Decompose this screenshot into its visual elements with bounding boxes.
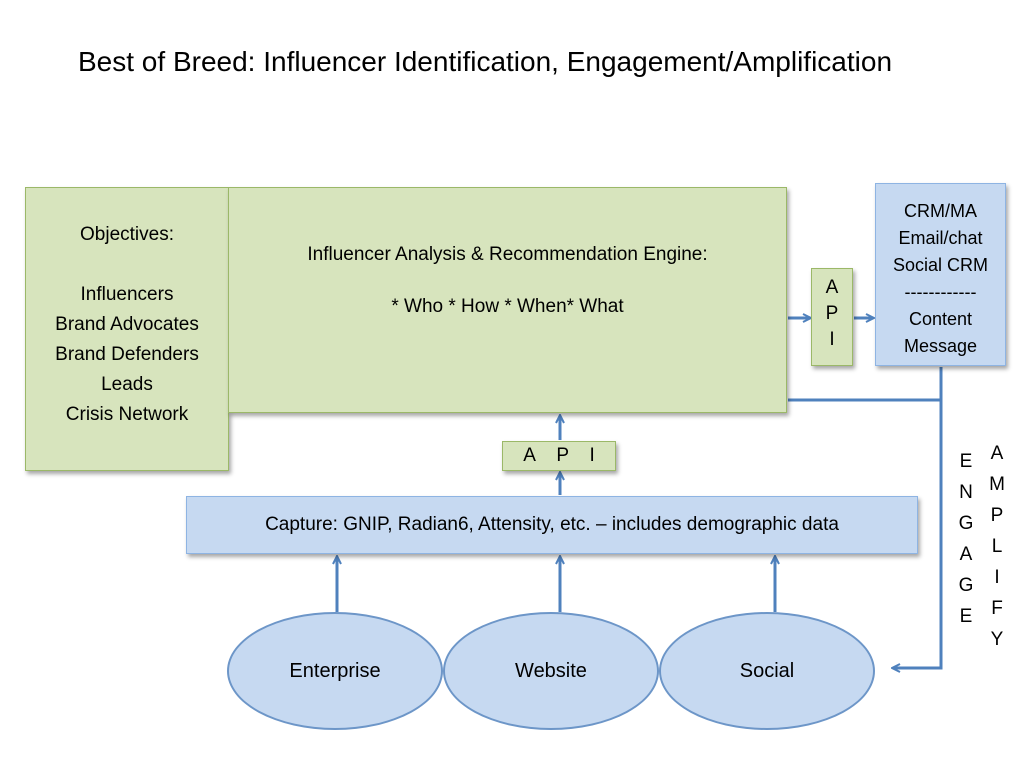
source-label: Social — [739, 659, 795, 682]
objective-item: Influencers — [80, 284, 174, 305]
api-letter: I — [829, 329, 835, 350]
source-website: Website — [443, 612, 659, 730]
arrow-crm-to-social — [893, 367, 943, 668]
api-letter: A — [825, 277, 839, 298]
capture-box: Capture: GNIP, Radian6, Attensity, etc. … — [186, 496, 918, 554]
amplify-letter: P — [990, 505, 1004, 526]
objective-item: Leads — [101, 374, 153, 395]
engine-subtext: * Who * How * When* What — [391, 296, 624, 317]
objectives-box: Objectives: Influencers Brand Advocates … — [25, 187, 229, 471]
amplify-letter: F — [991, 598, 1003, 619]
engage-letter: N — [959, 482, 973, 503]
source-label: Website — [515, 659, 587, 682]
objective-item: Brand Advocates — [55, 314, 199, 335]
engage-label: E N G A G E — [955, 446, 977, 632]
objective-item: Brand Defenders — [55, 344, 199, 365]
amplify-label: A M P L I F Y — [986, 438, 1008, 655]
crm-line: Content — [908, 309, 973, 329]
crm-box: CRM/MA Email/chat Social CRM -----------… — [875, 183, 1006, 366]
engage-letter: A — [959, 544, 973, 565]
api-box-right: A P I — [811, 268, 853, 366]
source-social: Social — [659, 612, 875, 730]
amplify-letter: L — [991, 536, 1003, 557]
amplify-letter: A — [990, 443, 1004, 464]
api-letter: P — [825, 303, 839, 324]
capture-label: Capture: GNIP, Radian6, Attensity, etc. … — [265, 514, 839, 535]
crm-line: Social CRM — [892, 255, 989, 275]
engage-letter: G — [958, 575, 974, 596]
amplify-letter: M — [989, 474, 1005, 495]
crm-line: CRM/MA — [904, 201, 977, 221]
crm-line: Email/chat — [898, 228, 983, 248]
crm-line: Message — [903, 336, 978, 356]
api-letter: I — [589, 445, 595, 466]
engage-letter: G — [958, 513, 974, 534]
engage-letter: E — [959, 451, 973, 472]
api-letter: A — [523, 445, 536, 466]
engine-box: Influencer Analysis & Recommendation Eng… — [228, 187, 787, 413]
crm-divider: ------------ — [904, 282, 977, 302]
objectives-heading: Objectives: — [80, 224, 174, 245]
api-letter: P — [556, 445, 570, 466]
engage-letter: E — [959, 606, 973, 627]
source-enterprise: Enterprise — [227, 612, 443, 730]
amplify-letter: Y — [990, 629, 1004, 650]
page-title: Best of Breed: Influencer Identification… — [78, 46, 893, 77]
engine-heading: Influencer Analysis & Recommendation Eng… — [307, 244, 708, 265]
source-label: Enterprise — [289, 659, 381, 682]
amplify-letter: I — [994, 567, 1000, 588]
api-box-bottom: A P I — [502, 441, 616, 471]
objective-item: Crisis Network — [65, 404, 189, 425]
